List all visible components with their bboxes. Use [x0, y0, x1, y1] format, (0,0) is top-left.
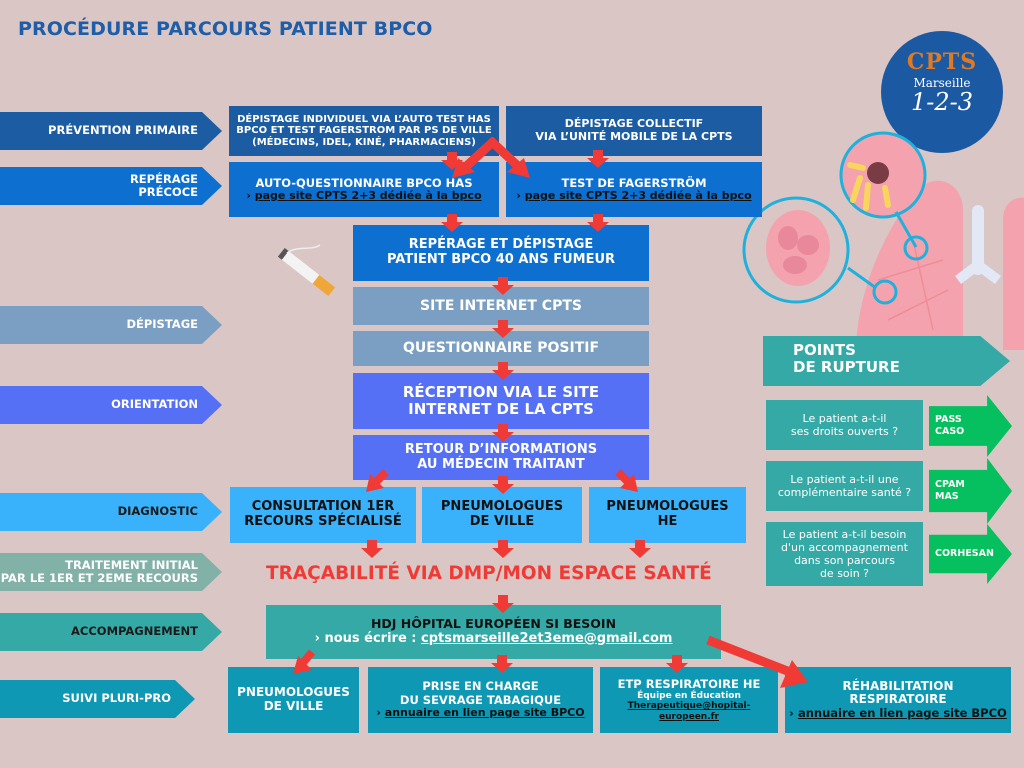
auto-questionnaire-title: AUTO-QUESTIONNAIRE BPCO HAS	[255, 175, 473, 190]
cigarette-icon	[277, 244, 336, 297]
pneumologues-ville-box: PNEUMOLOGUES DE VILLE	[422, 487, 582, 543]
corhesan-arrow: CORHESAN	[929, 524, 1012, 584]
suivi-pneumologues-ville-box: PNEUMOLOGUES DE VILLE	[228, 667, 359, 733]
reperage-depistage-box: REPÉRAGE ET DÉPISTAGE PATIENT BPCO 40 AN…	[353, 225, 649, 281]
reception-box: RÉCEPTION VIA LE SITE INTERNET DE LA CPT…	[353, 373, 649, 429]
etp-title: ETP RESPIRATOIRE HE	[617, 676, 761, 691]
annuaire-link[interactable]: annuaire en lien page site BPCO	[797, 706, 1007, 721]
alveoli-zoom-icon	[742, 196, 898, 305]
link-prefix: ›	[376, 705, 381, 719]
lungs-icon	[855, 180, 1024, 350]
test-fagerstrom-title: TEST DE FAGERSTRÖM	[561, 175, 707, 190]
page-title: PROCÉDURE PARCOURS PATIENT BPCO	[18, 18, 433, 40]
site-internet-box: SITE INTERNET CPTS	[353, 287, 649, 325]
email-link[interactable]: cptsmarseille2et3eme@gmail.com	[421, 630, 673, 646]
stage-diagnostic: DIAGNOSTIC	[0, 493, 222, 531]
retour-informations-box: RETOUR D’INFORMATIONS AU MÉDECIN TRAITAN…	[353, 435, 649, 480]
page-site-bpco-link[interactable]: page site CPTS 2+3 dédiée à la bpco	[524, 188, 752, 202]
stage-depistage: DÉPISTAGE	[0, 306, 222, 344]
stage-orientation: ORIENTATION	[0, 386, 222, 424]
stage-accompagnement: ACCOMPAGNEMENT	[0, 613, 222, 651]
hdj-prefix: › nous écrire :	[314, 630, 422, 646]
depistage-individuel-box: DÉPISTAGE INDIVIDUEL VIA L’AUTO TEST HAS…	[229, 106, 499, 156]
etp-email-link[interactable]: Therapeutique@hopital- europeen.fr	[627, 701, 751, 722]
stage-reperage-precoce: REPÉRAGE PRÉCOCE	[0, 167, 222, 205]
hdj-title: HDJ HÔPITAL EUROPÉEN SI BESOIN	[370, 616, 617, 632]
stage-traitement-initial: TRAITEMENT INITIAL PAR LE 1ER ET 2EME RE…	[0, 553, 222, 591]
logo-districts: 1-2-3	[910, 88, 974, 116]
rehabilitation-box: RÉHABILITATION RESPIRATOIRE › annuaire e…	[785, 667, 1011, 733]
rupture-question-complementaire: Le patient a-t-il une complémentaire san…	[766, 461, 923, 511]
rupture-question-droits: Le patient a-t-il ses droits ouverts ?	[766, 400, 923, 450]
points-de-rupture-title: POINTS DE RUPTURE	[763, 336, 1010, 386]
rupture-question-accompagnement: Le patient a-t-il besoin d'un accompagne…	[766, 522, 923, 586]
rehabilitation-title: RÉHABILITATION RESPIRATOIRE	[842, 678, 954, 707]
hdj-box: HDJ HÔPITAL EUROPÉEN SI BESOIN › nous éc…	[266, 605, 721, 659]
stage-suivi-pluri-pro: SUIVI PLURI-PRO	[0, 680, 195, 718]
test-fagerstrom-box: TEST DE FAGERSTRÖM › page site CPTS 2+3 …	[506, 162, 762, 217]
link-prefix: ›	[789, 706, 794, 721]
tracabilite-label: TRAÇABILITÉ VIA DMP/MON ESPACE SANTÉ	[266, 563, 712, 584]
auto-questionnaire-box: AUTO-QUESTIONNAIRE BPCO HAS › page site …	[229, 162, 499, 217]
logo-city: Marseille	[913, 76, 971, 90]
cpam-mas-arrow: CPAM MAS	[929, 458, 1012, 524]
link-prefix: ›	[246, 188, 251, 202]
etp-respiratoire-box: ETP RESPIRATOIRE HE Équipe en Éducation …	[600, 667, 778, 733]
link-prefix: ›	[516, 188, 521, 202]
sevrage-tabagique-box: PRISE EN CHARGE DU SEVRAGE TABAGIQUE › a…	[368, 667, 593, 733]
etp-subtitle: Équipe en Éducation	[637, 691, 741, 702]
questionnaire-positif-box: QUESTIONNAIRE POSITIF	[353, 331, 649, 366]
stage-prevention-primaire: PRÉVENTION PRIMAIRE	[0, 112, 222, 150]
page-site-bpco-link[interactable]: page site CPTS 2+3 dédiée à la bpco	[254, 188, 482, 202]
cpts-logo: CPTS Marseille 1-2-3	[881, 31, 1003, 153]
annuaire-link[interactable]: annuaire en lien page site BPCO	[384, 705, 585, 719]
depistage-collectif-box: DÉPISTAGE COLLECTIF VIA L’UNITÉ MOBILE D…	[506, 106, 762, 156]
pass-caso-arrow: PASS CASO	[929, 395, 1012, 457]
bronchiole-zoom-icon	[839, 131, 929, 261]
lungs-illustration	[742, 131, 1024, 350]
consultation-1er-recours-box: CONSULTATION 1ER RECOURS SPÉCIALISÉ	[230, 487, 416, 543]
pneumologues-he-box: PNEUMOLOGUES HE	[589, 487, 746, 543]
sevrage-title: PRISE EN CHARGE DU SEVRAGE TABAGIQUE	[399, 679, 562, 707]
logo-name: CPTS	[906, 49, 978, 75]
